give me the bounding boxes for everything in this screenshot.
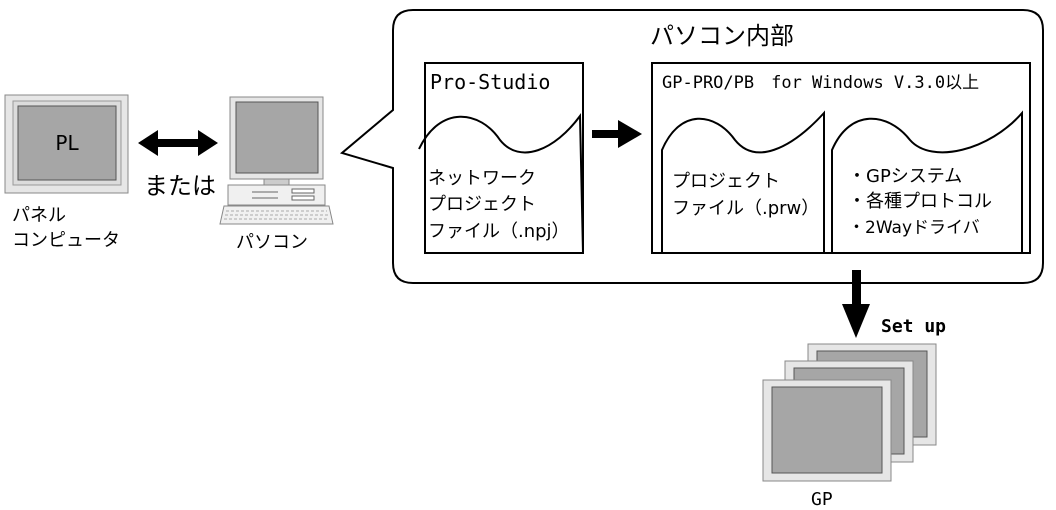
system-files-icon xyxy=(831,110,1023,253)
right-arrow-icon xyxy=(592,120,642,148)
panel-caption-line2: コンピュータ xyxy=(12,230,120,251)
network-project-file-icon xyxy=(418,113,584,254)
down-arrow-icon xyxy=(842,270,870,338)
prw-line2: ファイル（.prw） xyxy=(672,198,819,219)
system-item-3: ・2Wayドライバ xyxy=(848,218,980,238)
pro-studio-title: Pro-Studio xyxy=(430,70,550,94)
pc-internal-title: パソコン内部 xyxy=(650,22,794,50)
or-label: または xyxy=(144,172,216,200)
gp-panels-icon xyxy=(762,343,937,482)
gp-pro-box xyxy=(651,62,1031,254)
panel-caption-line1: パネル xyxy=(12,205,66,226)
double-arrow-icon xyxy=(138,130,218,156)
npj-line3: ファイル（.npj） xyxy=(428,221,570,242)
setup-label: Set up xyxy=(881,316,946,337)
gp-pro-title: GP-PRO/PB for Windows V.3.0以上 xyxy=(662,73,979,93)
pc-caption: パソコン xyxy=(236,232,308,253)
prw-line1: プロジェクト xyxy=(672,171,780,192)
panel-computer-icon xyxy=(4,94,129,194)
system-item-1: ・GPシステム xyxy=(848,166,962,187)
npj-line2: プロジェクト xyxy=(428,194,536,215)
npj-line1: ネットワーク xyxy=(428,168,536,189)
gp-caption: GP xyxy=(811,489,833,510)
system-item-2: ・各種プロトコル xyxy=(848,191,992,212)
prw-project-file-icon xyxy=(661,110,825,253)
panel-screen-label: PL xyxy=(55,131,79,155)
pc-icon xyxy=(219,96,334,225)
